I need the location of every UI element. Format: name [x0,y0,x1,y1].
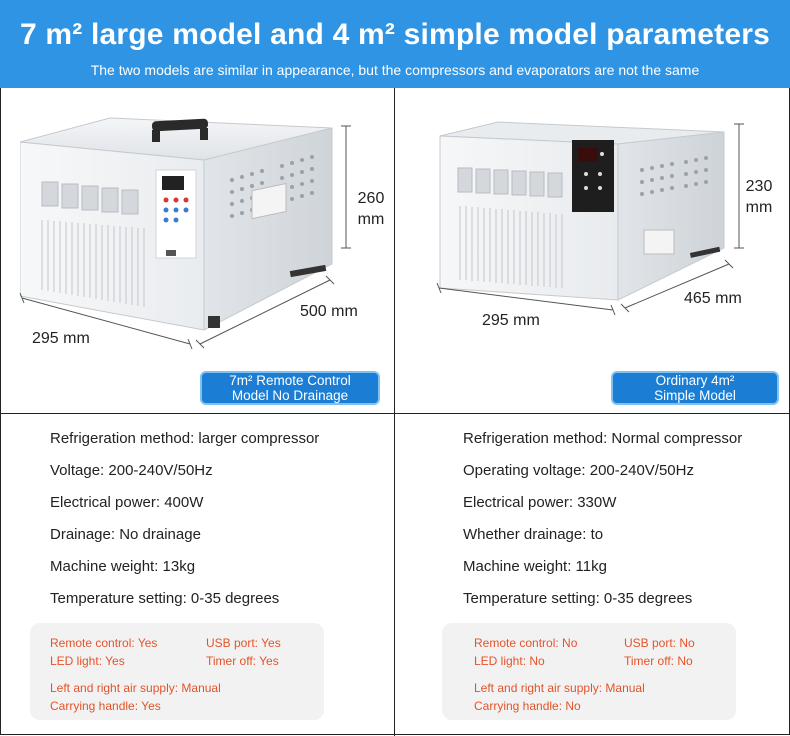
large-model-dimension-lines [19,125,351,350]
simple-model-dimension-lines [436,123,744,316]
simple-model-width-dimension: 295 mm [482,312,540,329]
page-title: 7 m² large model and 4 m² simple model p… [19,18,771,51]
simple-model-ac-illustration [439,121,725,301]
height-value: 230 [745,178,773,195]
large-model-ac-illustration [20,117,333,331]
feature-air-supply: Left and right air supply: Manual [474,681,645,695]
badge-line-1: Ordinary 4m² [655,373,735,388]
feature-remote: Remote control: Yes [50,636,158,650]
height-unit: mm [357,211,385,228]
simple-model-spec-list: Refrigeration method: Normal compressor … [463,429,742,621]
spec-refrigeration: Refrigeration method: Normal compressor [463,430,743,447]
height-unit: mm [745,199,773,216]
large-model-depth-dimension: 500 mm [300,303,358,320]
simple-model-depth-dimension: 465 mm [684,290,742,307]
column-divider [394,88,395,736]
spec-weight: Machine weight: 11kg [463,558,607,575]
spec-power: Electrical power: 330W [463,494,617,511]
feature-handle: Carrying handle: Yes [50,699,161,713]
simple-model-badge: Ordinary 4m² Simple Model [611,371,779,405]
feature-led: LED light: Yes [50,654,125,668]
spec-power: Electrical power: 400W [50,494,204,511]
spec-temperature: Temperature setting: 0-35 degrees [50,590,280,607]
spec-refrigeration: Refrigeration method: larger compressor [50,430,320,447]
large-model-spec-list: Refrigeration method: larger compressor … [50,429,319,621]
spec-weight: Machine weight: 13kg [50,558,196,575]
simple-model-feature-box: Remote control: No USB port: No LED ligh… [442,623,736,720]
row-divider [0,413,790,414]
feature-remote: Remote control: No [474,636,578,650]
large-model-badge: 7m² Remote Control Model No Drainage [200,371,380,405]
feature-led: LED light: No [474,654,545,668]
spec-drainage: Drainage: No drainage [50,526,201,543]
spec-voltage: Operating voltage: 200-240V/50Hz [463,462,694,479]
large-model-height-dimension: 260 mm [354,188,388,230]
large-model-feature-box: Remote control: Yes USB port: Yes LED li… [30,623,324,720]
feature-timer: Timer off: No [624,654,693,668]
height-value: 260 [357,190,385,207]
header-banner: 7 m² large model and 4 m² simple model p… [0,0,790,88]
feature-usb: USB port: No [624,636,695,650]
badge-line-2: Model No Drainage [231,388,349,403]
spec-drainage: Whether drainage: to [463,526,604,543]
feature-usb: USB port: Yes [206,636,281,650]
page-subtitle: The two models are similar in appearance… [90,62,700,78]
large-model-width-dimension: 295 mm [32,330,90,347]
badge-line-1: 7m² Remote Control [229,373,351,388]
badge-line-2: Simple Model [654,388,736,403]
simple-model-height-dimension: 230 mm [742,176,776,218]
feature-timer: Timer off: Yes [206,654,279,668]
feature-handle: Carrying handle: No [474,699,581,713]
spec-temperature: Temperature setting: 0-35 degrees [463,590,693,607]
spec-voltage: Voltage: 200-240V/50Hz [50,462,213,479]
feature-air-supply: Left and right air supply: Manual [50,681,221,695]
